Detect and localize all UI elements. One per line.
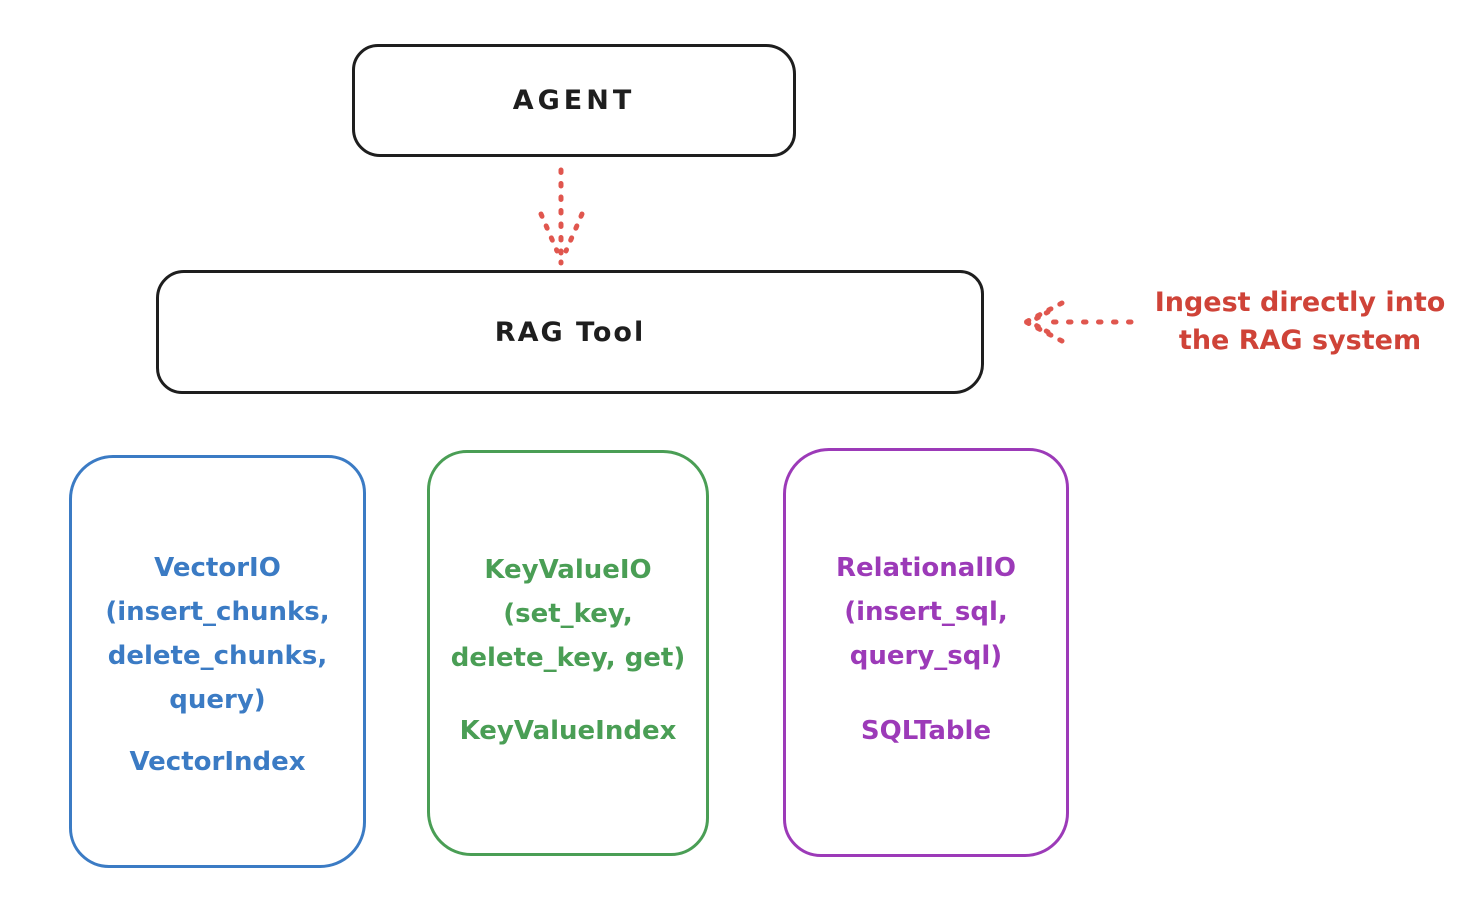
relational-io-title: RelationalIO (insert_sql, query_sql): [836, 546, 1016, 678]
keyvalue-io-box: KeyValueIO (set_key, delete_key, get) Ke…: [427, 450, 709, 856]
agent-label: AGENT: [512, 85, 636, 116]
relational-io-title-line: (insert_sql,: [844, 597, 1008, 627]
keyvalue-io-title: KeyValueIO (set_key, delete_key, get): [451, 548, 686, 680]
sql-table-label: SQLTable: [860, 716, 992, 746]
ingest-annotation: Ingest directly into the RAG system: [1130, 284, 1470, 360]
keyvalue-io-title-line: KeyValueIO: [484, 555, 652, 585]
vector-io-title: VectorIO (insert_chunks, delete_chunks, …: [105, 546, 329, 722]
vector-io-box: VectorIO (insert_chunks, delete_chunks, …: [69, 455, 366, 868]
agent-to-rag-arrow: [538, 167, 585, 266]
vector-io-title-line: query): [169, 685, 266, 715]
rag-tool-label: RAG Tool: [494, 316, 646, 348]
agent-box: AGENT: [352, 44, 796, 157]
keyvalue-io-title-line: delete_key, get): [450, 643, 686, 673]
keyvalue-io-title-line: (set_key,: [503, 599, 633, 629]
ingest-arrow: [1023, 300, 1134, 344]
vector-io-title-line: VectorIO: [154, 553, 281, 583]
keyvalue-index-label: KeyValueIndex: [459, 716, 677, 746]
vector-io-title-line: delete_chunks,: [107, 641, 328, 671]
relational-io-box: RelationalIO (insert_sql, query_sql) SQL…: [783, 448, 1069, 857]
ingest-annotation-line1: Ingest directly into: [1154, 287, 1446, 318]
vector-index-label: VectorIndex: [129, 747, 306, 777]
ingest-annotation-line2: the RAG system: [1178, 325, 1422, 356]
relational-io-title-line: query_sql): [849, 641, 1003, 671]
vector-io-title-line: (insert_chunks,: [105, 597, 330, 627]
relational-io-title-line: RelationalIO: [835, 553, 1017, 583]
rag-tool-box: RAG Tool: [156, 270, 984, 394]
